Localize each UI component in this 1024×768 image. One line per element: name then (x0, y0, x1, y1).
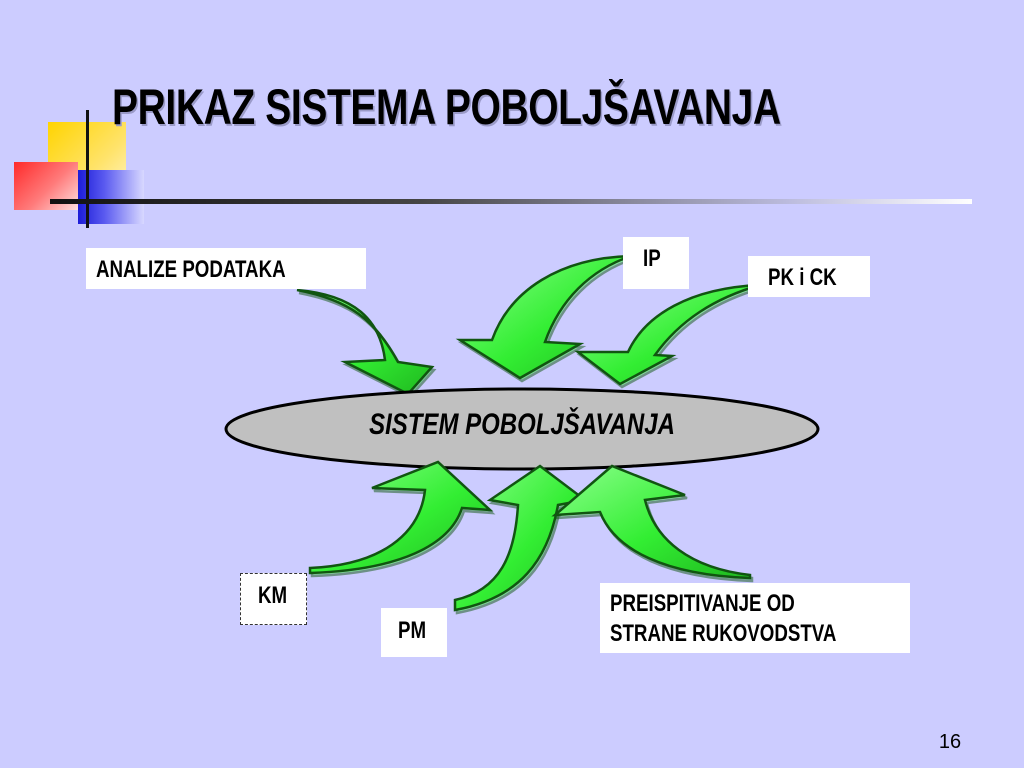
input-box-analize-podataka: ANALIZE PODATAKA (86, 248, 366, 289)
input-box-pk-ck: PK i CK (748, 256, 870, 297)
center-ellipse (224, 387, 820, 471)
decorative-vertical-line (86, 110, 89, 228)
slide-title: PRIKAZ SISTEMA POBOLJŠAVANJA (112, 79, 781, 135)
arrow-km-to-center (308, 460, 496, 578)
input-box-preispitivanje: PREISPITIVANJE OD STRANE RUKOVODSTVA (600, 583, 910, 653)
input-label-pkck: PK i CK (768, 264, 837, 291)
input-label-pm: PM (398, 617, 427, 644)
title-underline (50, 199, 972, 204)
arrow-ip-to-center (455, 254, 634, 383)
arrow-pkck-to-center (574, 283, 763, 389)
input-box-ip: IP (623, 237, 689, 289)
decorative-blue-square (78, 170, 144, 224)
input-label-preispitivanje-line2: STRANE RUKOVODSTVA (610, 620, 837, 647)
input-label-ip: IP (643, 245, 661, 272)
arrow-analize-to-center (296, 288, 437, 399)
input-box-pm: PM (381, 608, 447, 657)
page-number: 16 (938, 731, 962, 753)
input-label-preispitivanje-line1: PREISPITIVANJE OD (610, 590, 795, 617)
arrow-pm-to-center (453, 464, 591, 615)
input-label-analize: ANALIZE PODATAKA (96, 256, 286, 283)
center-label: SISTEM POBOLJŠAVANJA (369, 408, 675, 441)
input-box-km: KM (240, 573, 307, 625)
arrow-preispitivanje-to-center (551, 464, 754, 583)
input-label-km: KM (258, 582, 288, 609)
